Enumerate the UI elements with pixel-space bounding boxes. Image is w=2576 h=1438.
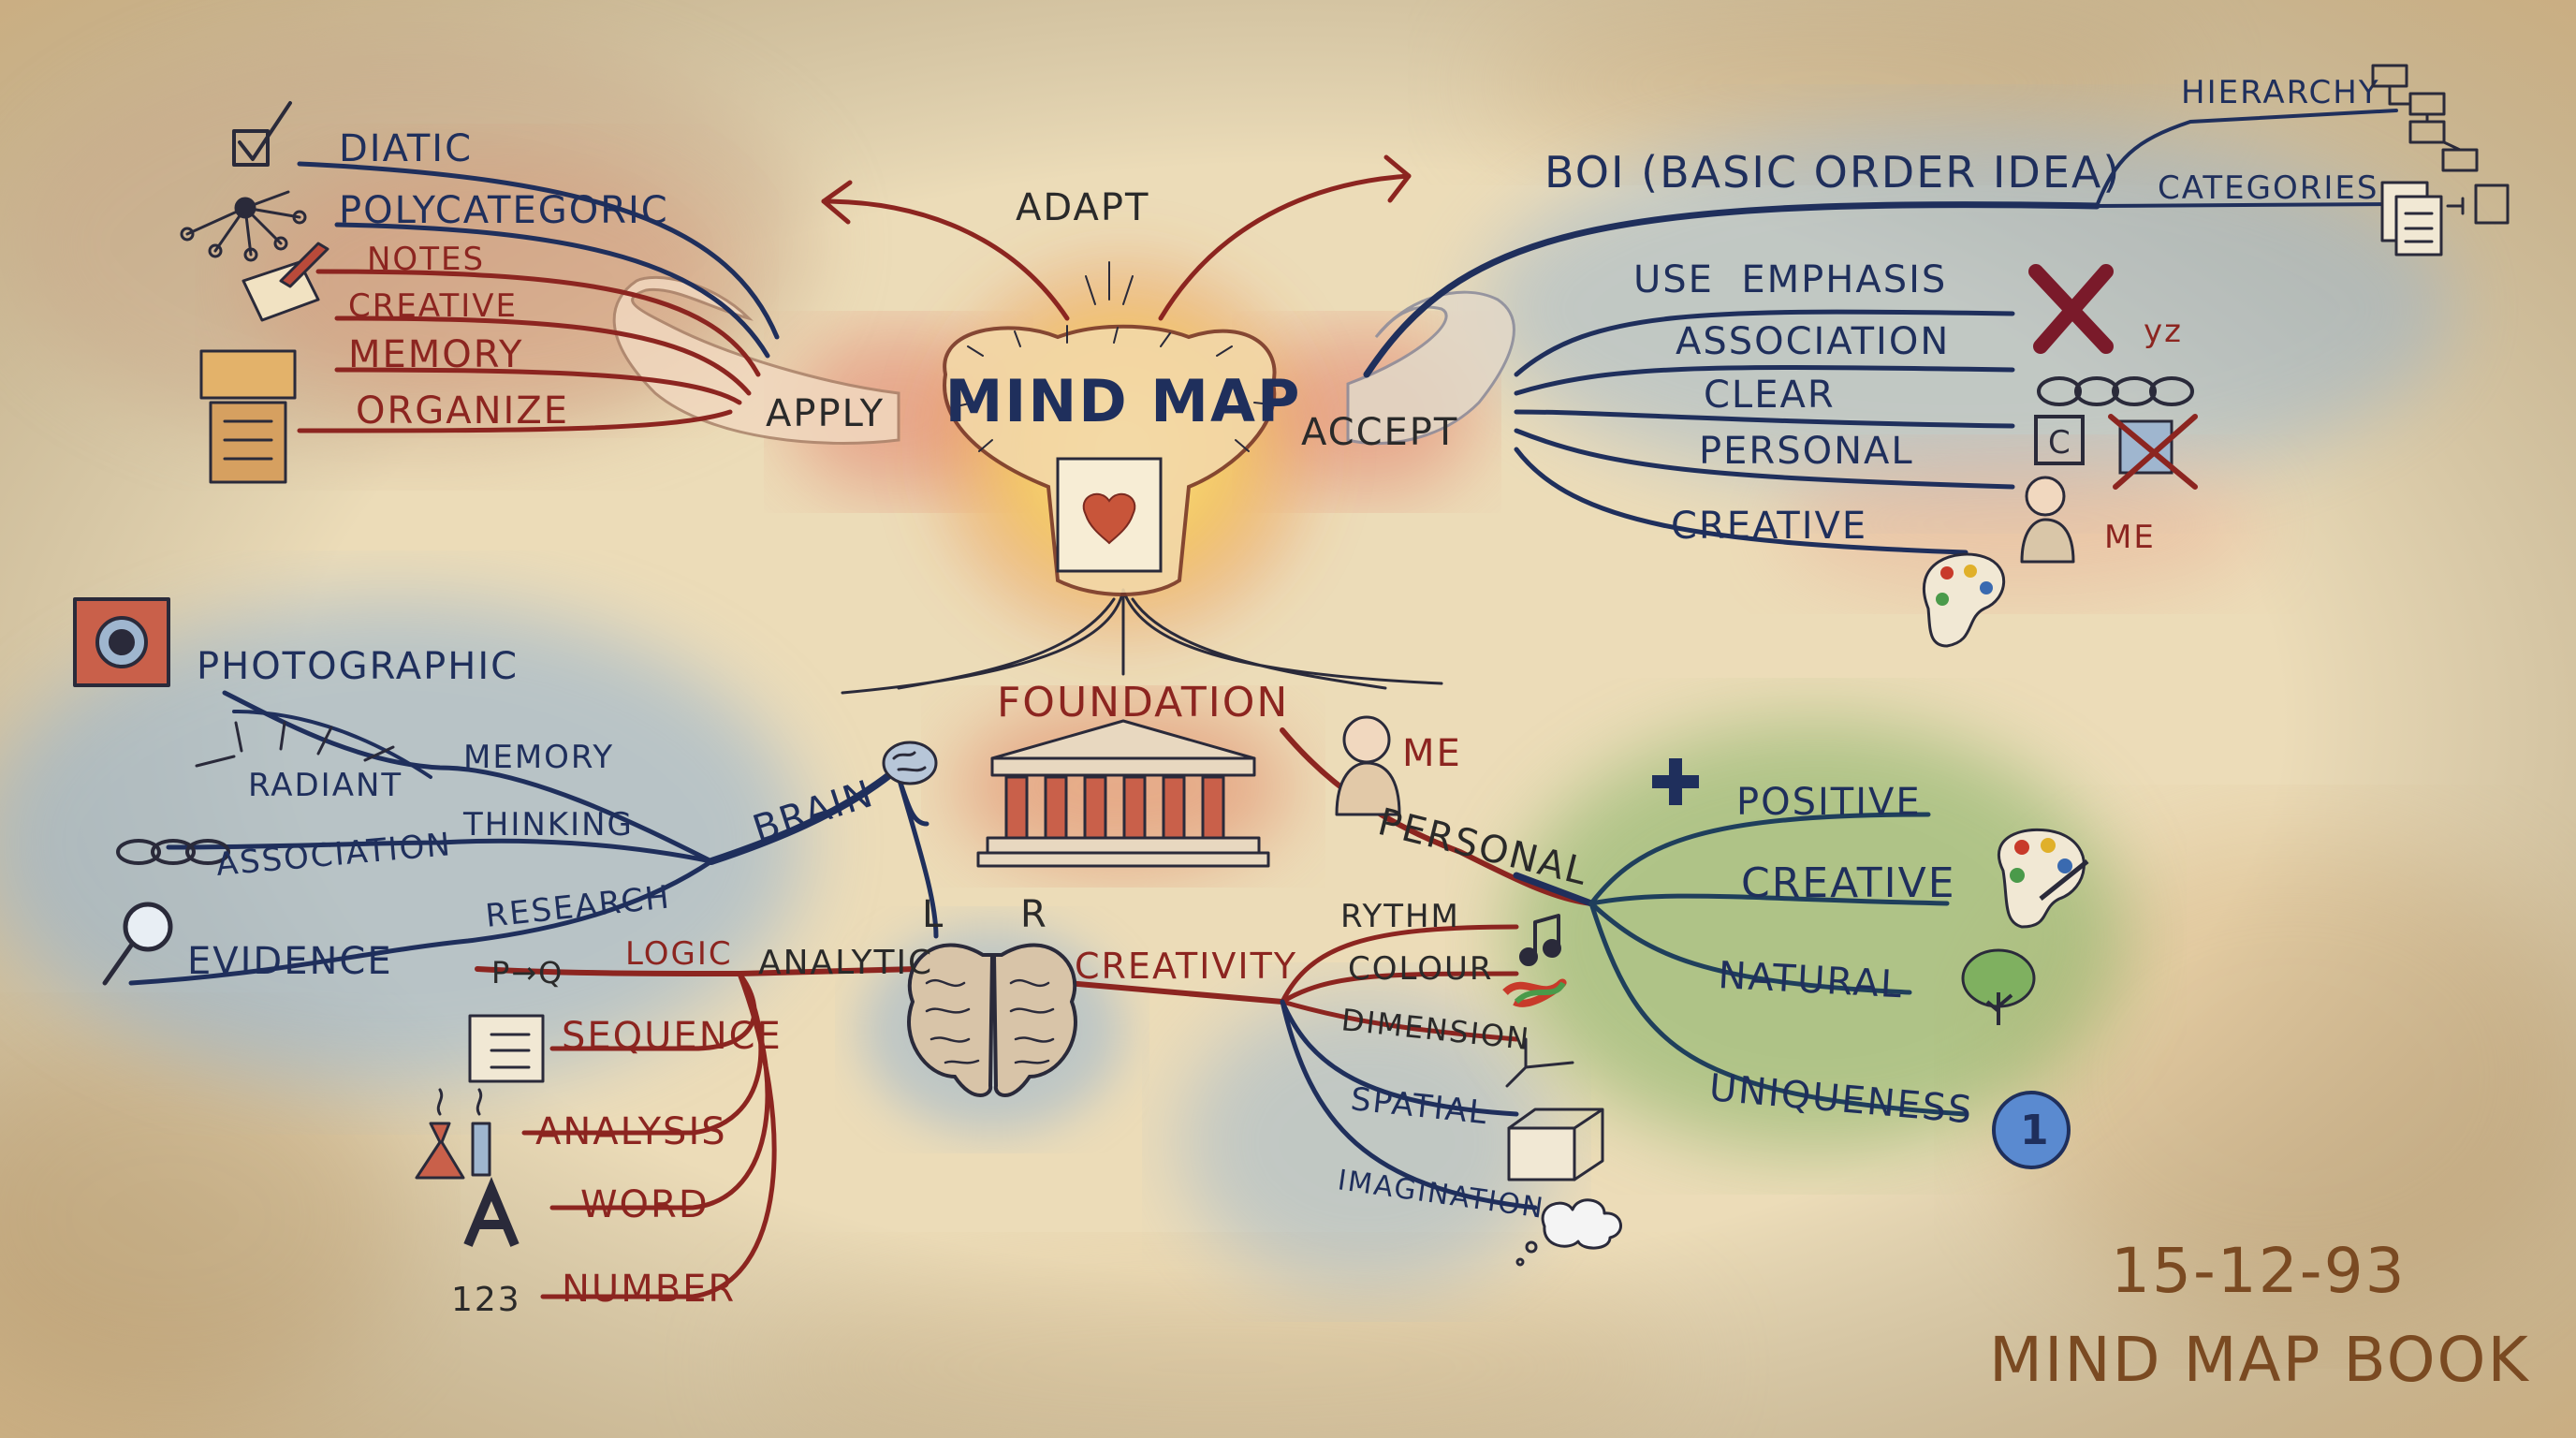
logic-label: LOGIC <box>625 935 733 973</box>
number-label: NUMBER <box>562 1268 736 1311</box>
foundation-label: FOUNDATION <box>997 679 1289 726</box>
list-item-personal: PERSONAL <box>1699 430 1914 473</box>
word-label: WORD <box>580 1183 710 1226</box>
letter-a-icon <box>463 1177 520 1247</box>
me-label-top: ME <box>2104 519 2156 556</box>
list-item-notes: NOTES <box>367 241 485 278</box>
thought-cloud-icon <box>1515 1198 1622 1267</box>
axes-arrows-icon <box>1505 1037 1574 1088</box>
list-item-use-emphasis: USE EMPHASIS <box>1633 258 1947 301</box>
cube-icon <box>1507 1108 1604 1181</box>
notes-icon <box>242 242 329 322</box>
right-hand <box>1346 290 1515 446</box>
palette-icon <box>1922 552 2006 648</box>
me-label-personal: ME <box>1402 732 1462 775</box>
list-item-clear: CLEAR <box>1704 374 1836 417</box>
list-item-memory: MEMORY <box>348 333 523 376</box>
music-note-icon <box>1519 914 1561 966</box>
person-icon <box>2020 476 2075 564</box>
creative-label-personal: CREATIVE <box>1741 859 1956 907</box>
small-brain-icon <box>882 741 938 785</box>
creativity-label: CREATIVITY <box>1075 946 1297 987</box>
left-top-list: DIATIC POLYCATEGORIC NOTES CREATIVE MEMO… <box>339 127 669 433</box>
accept-label: ACCEPT <box>1301 411 1458 454</box>
adapt-label: ADAPT <box>1016 186 1149 229</box>
yz-label: yz <box>2144 313 2183 350</box>
list-item-association: ASSOCIATION <box>1676 320 1950 363</box>
plus-icon <box>1652 758 1699 805</box>
foundation-temple-icon <box>976 719 1270 868</box>
checkbox-icon <box>232 101 292 167</box>
x-mark-icon <box>2028 264 2114 354</box>
apply-label: APPLY <box>766 392 885 435</box>
list-item-creative: CREATIVE <box>348 287 518 325</box>
photographic-camera-icon <box>73 597 170 687</box>
central-title: MIND MAP <box>945 367 1302 435</box>
analytic-label: ANALYTIC <box>758 944 933 982</box>
central-image: MIND MAP <box>943 261 1302 596</box>
adapt-arrow-left <box>821 198 1070 321</box>
list-item-polycategoric: POLYCATEGORIC <box>339 189 669 232</box>
evidence-label: EVIDENCE <box>187 940 393 983</box>
network-icon <box>180 190 307 262</box>
person-me-icon <box>1335 715 1401 816</box>
right-top-list: USE EMPHASIS ASSOCIATION CLEAR PERSONAL … <box>1633 258 1950 548</box>
positive-label: POSITIVE <box>1736 781 1922 824</box>
memory-label: MEMORY <box>463 739 614 776</box>
books-icon <box>199 349 297 484</box>
list-item-diatic: DIATIC <box>339 127 473 170</box>
list-item-creative-right: CREATIVE <box>1671 505 1867 548</box>
magnifier-icon <box>102 902 173 986</box>
radiant-label: RADIANT <box>248 767 402 804</box>
thinking-label: THINKING <box>462 806 634 844</box>
c-box-icon: C <box>2034 415 2085 465</box>
pq-label: P→Q <box>491 955 564 990</box>
analysis-label: ANALYSIS <box>535 1110 727 1153</box>
lab-flask-icon <box>415 1088 491 1180</box>
footer-date: 15-12-93 <box>2111 1235 2407 1307</box>
brain-illustration <box>907 943 1077 1097</box>
palette-brush-icon <box>1997 828 2089 929</box>
natural-label: NATURAL <box>1717 954 1904 1006</box>
left-hemisphere-label: L <box>922 893 944 936</box>
num-label: 123 <box>451 1281 521 1319</box>
colour-label: COLOUR <box>1348 950 1494 988</box>
badge-number: 1 <box>2020 1107 2051 1154</box>
sequence-label: SEQUENCE <box>562 1015 783 1058</box>
rythm-label: RYTHM <box>1340 898 1460 935</box>
footer-book-title: MIND MAP BOOK <box>1989 1324 2530 1396</box>
chain-icon <box>2037 376 2194 406</box>
hierarchy-icon <box>2371 64 2479 172</box>
hierarchy-label: HIERARCHY <box>2181 74 2380 111</box>
number-one-badge-icon: 1 <box>1992 1091 2071 1169</box>
branches <box>128 109 2398 1299</box>
crossed-box-icon <box>2108 414 2198 490</box>
association-chain-icon <box>116 839 230 865</box>
boi-label: BOI (BASIC ORDER IDEA) <box>1544 147 2121 198</box>
list-item-organize: ORGANIZE <box>356 389 569 433</box>
adapt-arrow-right <box>1158 173 1412 321</box>
categories-icon <box>2380 181 2510 257</box>
photographic-label: PHOTOGRAPHIC <box>197 645 519 688</box>
numbered-list-icon <box>468 1014 545 1083</box>
radiant-arrows-icon <box>195 721 395 768</box>
colour-scribble-icon <box>1502 978 1567 1007</box>
tree-icon <box>1961 948 2036 1025</box>
c-box-label: C <box>2048 424 2072 462</box>
right-hemisphere-label: R <box>1020 893 1048 936</box>
categories-label: CATEGORIES <box>2158 169 2378 207</box>
